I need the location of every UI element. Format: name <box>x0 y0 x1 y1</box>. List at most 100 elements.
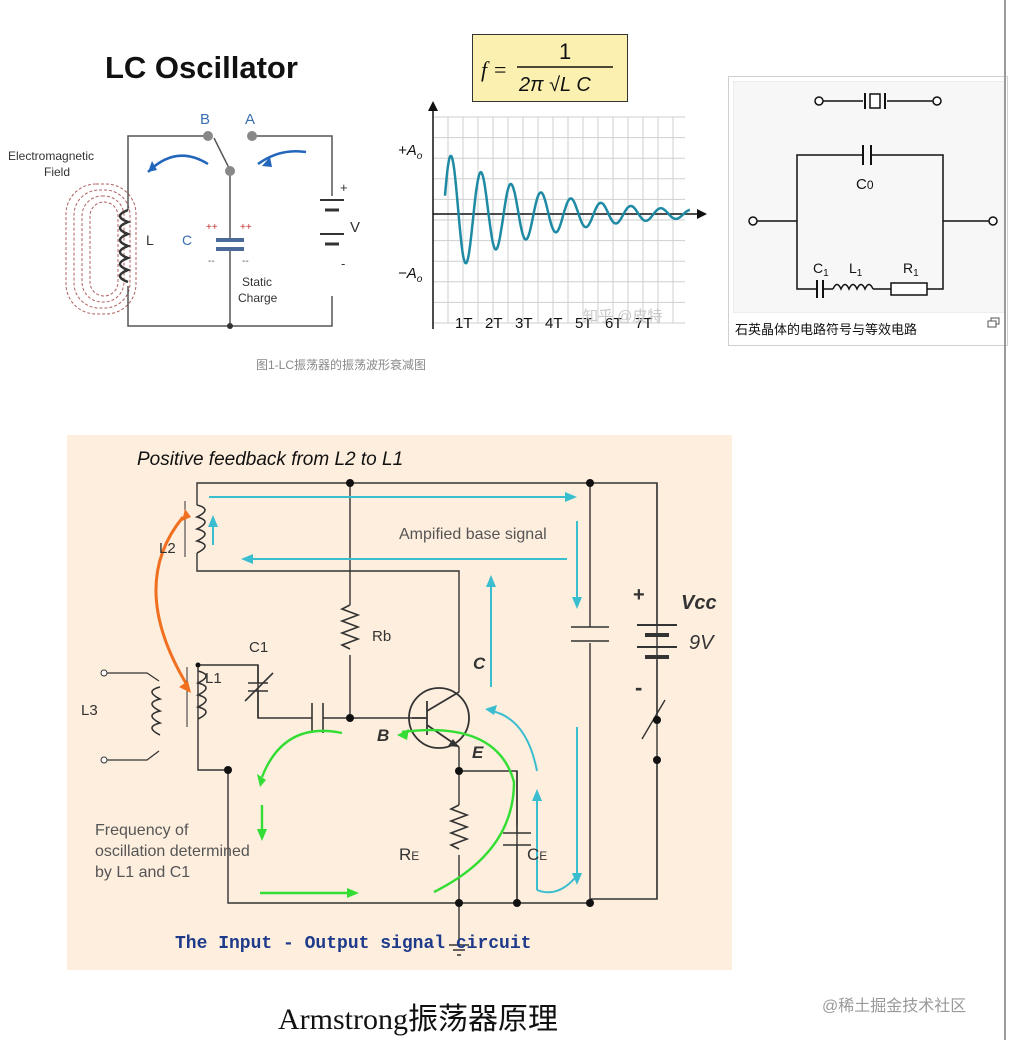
label-c0: C0 <box>856 176 874 193</box>
equivalent-circuit-wires <box>748 145 998 298</box>
label-l2: L2 <box>159 540 176 557</box>
formula-lhs: f = <box>481 57 507 82</box>
resistor-rb <box>339 604 361 650</box>
battery-symbol <box>318 196 346 296</box>
time-tick-label: 7T <box>635 315 653 332</box>
coupling-capacitor <box>311 703 324 733</box>
capacitor-ce <box>503 771 531 846</box>
charge-minus-left: -- <box>208 256 215 267</box>
label-l1: L1 <box>849 260 863 279</box>
charge-plus-left: ++ <box>206 222 218 233</box>
magnetic-field-lines <box>65 183 137 315</box>
left-flow-arrow <box>147 154 209 173</box>
crystal-circuit-diagram: C0 C1 L1 R1 <box>733 81 1005 313</box>
coil-l2 <box>194 504 206 554</box>
battery-minus: - <box>341 256 345 271</box>
switch-pivot <box>225 166 235 176</box>
label-l1: L1 <box>205 670 222 687</box>
lc-oscillator-diagram: LC Oscillator Electromagnetic Field B A … <box>8 50 360 329</box>
lc-figure-caption: 图1-LC振荡器的振荡波形衰减图 <box>256 358 427 372</box>
battery-9v <box>637 624 677 659</box>
io-circuit-caption: The Input - Output signal circuit <box>175 934 531 954</box>
right-flow-arrow <box>257 150 307 166</box>
label-c1: C1 <box>249 639 268 656</box>
ground-symbol <box>449 944 469 956</box>
armstrong-panel: Positive feedback from L2 to L1 <box>67 435 732 970</box>
time-tick-label: 6T <box>605 315 623 332</box>
frequency-note-line2: oscillation determined <box>95 843 250 860</box>
time-tick-label: 5T <box>575 315 593 332</box>
l3-terminal-top <box>100 669 108 677</box>
emitter-arrowhead <box>448 739 459 747</box>
label-emitter: E <box>472 743 484 762</box>
y-axis-arrowhead <box>428 101 438 111</box>
orange-feedback-arrow <box>154 516 189 686</box>
l3-leads <box>107 672 160 682</box>
formula-numerator: 1 <box>559 39 571 64</box>
charge-minus-right: -- <box>242 256 249 267</box>
junction-dot <box>227 323 233 329</box>
green-arrowheads <box>257 729 409 898</box>
label-battery-minus: - <box>635 675 642 700</box>
label-re: RE <box>399 845 419 864</box>
battery-plus: + <box>340 180 348 195</box>
armstrong-wires <box>196 482 666 945</box>
label-c1: C1 <box>813 260 829 279</box>
frequency-note-line1: Frequency of <box>95 822 189 839</box>
crystal-symbol <box>814 93 942 109</box>
variable-capacitor-c1 <box>244 665 274 718</box>
plus-amplitude-label: +Ao <box>398 142 423 162</box>
orange-feedback-arrowtail <box>182 509 191 521</box>
label-rb: Rb <box>372 628 391 645</box>
time-tick-label: 3T <box>515 315 533 332</box>
time-tick-label: 1T <box>455 315 473 332</box>
label-l: L <box>146 232 154 248</box>
label-base: B <box>377 726 389 745</box>
lc-circuit-wires <box>127 135 333 327</box>
cyan-arrowheads <box>208 492 582 885</box>
time-tick-label: 2T <box>485 315 503 332</box>
inductor-coil <box>118 208 132 284</box>
field-label-line2: Field <box>44 165 70 179</box>
right-scroll-edge <box>1004 0 1006 1040</box>
left-flow-arrowhead <box>148 161 157 172</box>
label-l3: L3 <box>81 702 98 719</box>
formula-denominator: 2π √L C <box>518 74 591 96</box>
amplified-signal-label: Ampified base signal <box>399 526 547 543</box>
bypass-capacitor <box>571 626 609 642</box>
resonance-formula: f = 1 2π √L C <box>481 39 613 96</box>
crystal-figure-frame: C0 C1 L1 R1 石英晶体的电路符号与等效电路 <box>728 76 1008 346</box>
label-c: C <box>182 232 192 248</box>
transistor-leads <box>412 691 460 748</box>
label-b: B <box>200 111 210 128</box>
label-a: A <box>245 111 255 128</box>
charge-plus-right: ++ <box>240 222 252 233</box>
feedback-heading: Positive feedback from L2 to L1 <box>137 449 403 470</box>
label-r1: R1 <box>903 260 919 279</box>
zhihu-watermark: 知乎 @皮特 <box>583 308 662 325</box>
label-collector: C <box>473 654 486 673</box>
damped-oscillation-curve <box>443 154 691 265</box>
page-title: Armstrong振荡器原理 <box>278 1003 558 1036</box>
right-flow-arrowhead <box>262 157 272 167</box>
minus-amplitude-label: −Ao <box>398 265 423 285</box>
lc-title: LC Oscillator <box>105 50 298 85</box>
junction-dots <box>195 479 661 907</box>
green-signal-arrows <box>260 728 516 895</box>
frequency-note-line3: by L1 and C1 <box>95 864 190 881</box>
coil-l1 <box>195 670 207 720</box>
static-label-2: Charge <box>238 291 278 305</box>
expand-icon[interactable] <box>987 317 1001 329</box>
coil-l3 <box>151 686 163 736</box>
orange-feedback-arrowhead <box>179 681 191 693</box>
l3-terminal-bottom <box>100 756 108 764</box>
battery-label-v: V <box>350 219 360 236</box>
label-ce: CE <box>527 845 547 864</box>
switch-contact-b <box>203 131 213 141</box>
label-vcc: Vcc <box>681 592 717 614</box>
juejin-watermark: @稀土掘金技术社区 <box>822 998 967 1015</box>
armstrong-circuit-diagram: Positive feedback from L2 to L1 <box>81 449 717 956</box>
crystal-figure-caption: 石英晶体的电路符号与等效电路 <box>735 322 918 337</box>
